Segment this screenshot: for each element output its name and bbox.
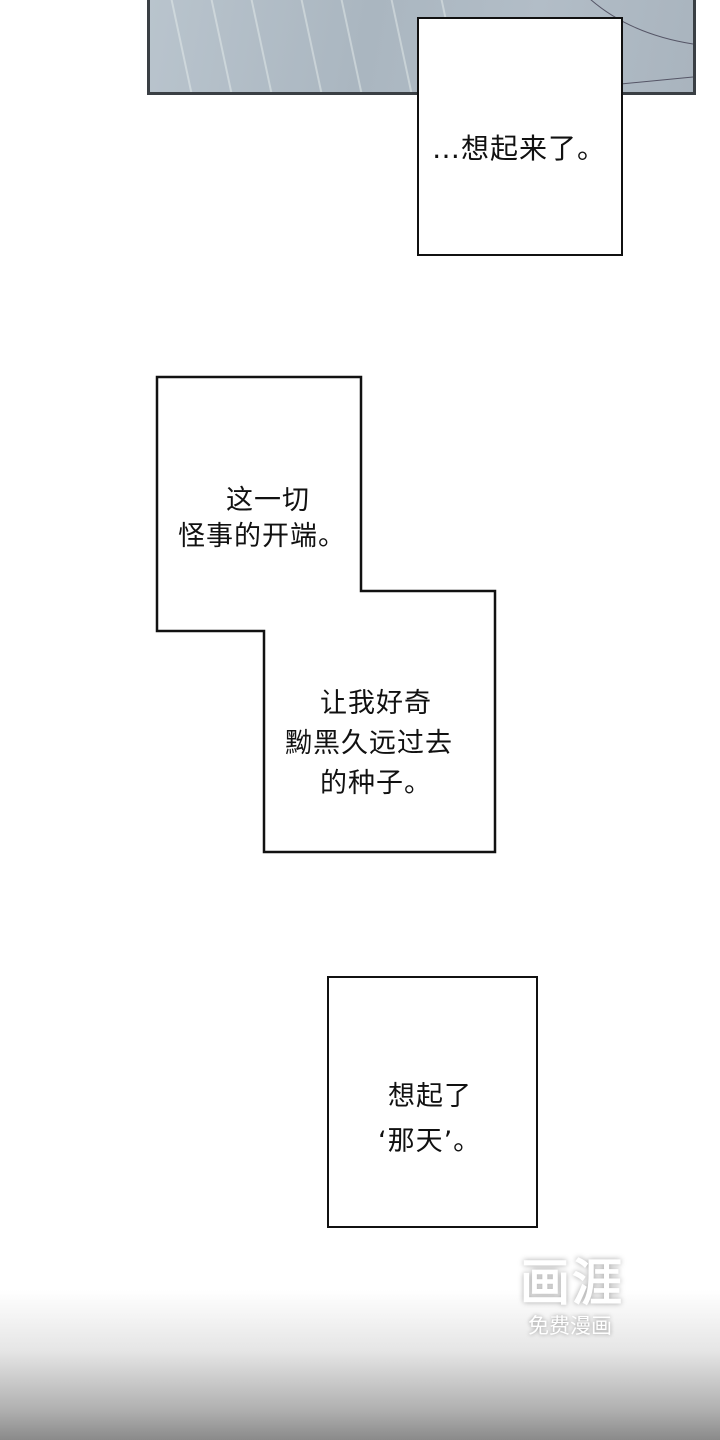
- caption-4-line-2: ‘那天’。: [378, 1126, 482, 1157]
- caption-box-merged: [155, 375, 497, 854]
- watermark-subtitle: 免费漫画: [528, 1314, 612, 1338]
- caption-box-1: [417, 17, 623, 256]
- caption-2-line-2: 怪事的开端。: [178, 521, 346, 552]
- watermark-logo: 画涯: [520, 1254, 624, 1312]
- caption-2-line-1: 这一切: [226, 485, 310, 516]
- caption-4-line-1: 想起了: [388, 1081, 472, 1112]
- caption-1-text: …想起来了。: [432, 132, 607, 165]
- bottom-gradient: [0, 1290, 720, 1440]
- caption-3-line-1: 让我好奇: [320, 688, 432, 719]
- caption-3-line-3: 的种子。: [320, 768, 432, 799]
- caption-box-4: [327, 976, 538, 1228]
- caption-3-line-2: 黝黑久远过去: [285, 728, 453, 759]
